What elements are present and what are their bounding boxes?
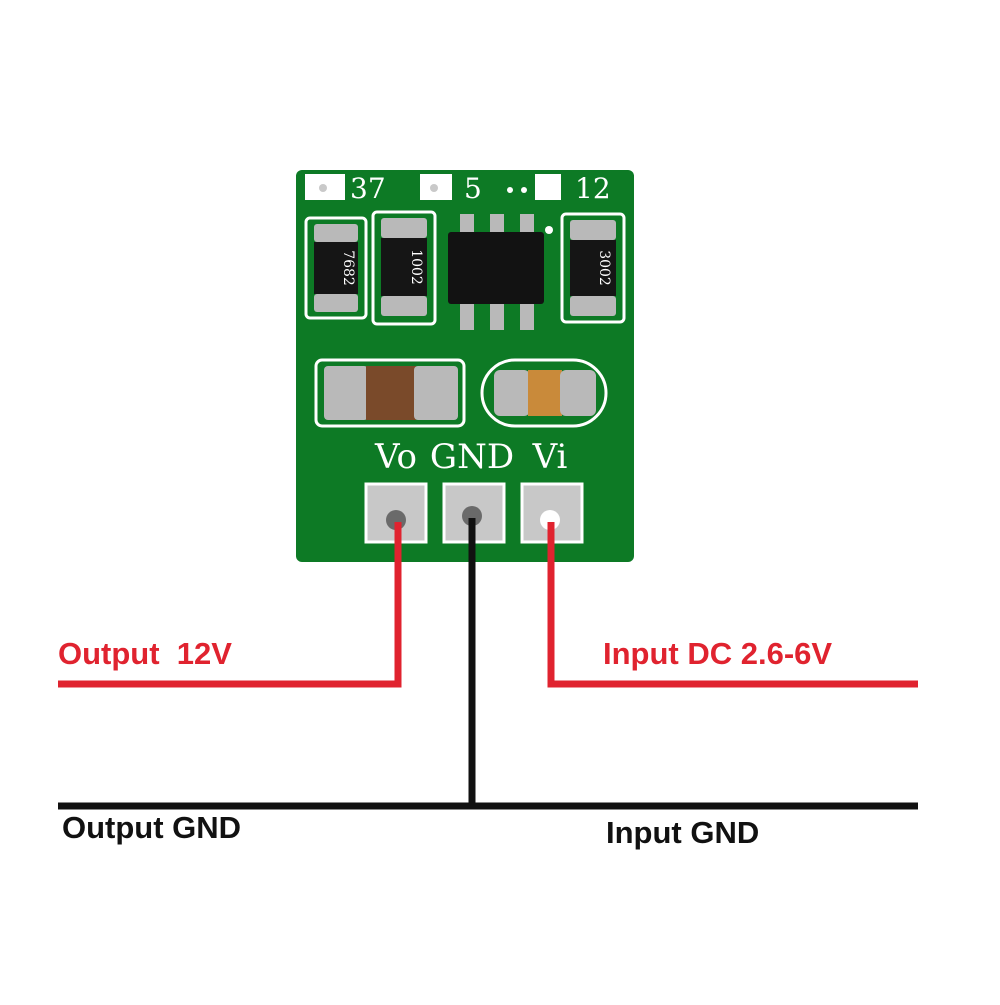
input-gnd-label: Input GND [606, 815, 760, 850]
silk-pad [535, 174, 561, 200]
silk-label-12: 12 [575, 172, 611, 205]
capacitor-c2 [480, 358, 608, 428]
resistor-r2: 1002 [371, 210, 437, 326]
pin-label-vo: Vo [374, 437, 417, 477]
output-voltage-label: Output 12V [58, 636, 232, 671]
resistor-r3: 3002 [560, 212, 626, 324]
resistor-r1-code: 7682 [340, 250, 356, 286]
input-voltage-label: Input DC 2.6-6V [603, 636, 833, 671]
silk-label-37: 37 [350, 172, 386, 205]
pcb-module: 37 5 12 7682 1002 [296, 170, 634, 562]
resistor-r1: 7682 [304, 216, 368, 320]
resistor-r3-code: 3002 [596, 250, 612, 286]
wire-input-power [547, 522, 918, 688]
silk-label-5: 5 [464, 172, 482, 205]
wire-output-power [58, 522, 402, 688]
pin-label-gnd: GND [430, 437, 514, 477]
resistor-r2-code: 1002 [408, 249, 424, 285]
output-gnd-label: Output GND [62, 810, 242, 845]
capacitor-c1 [314, 358, 466, 428]
pin-label-vi: Vi [532, 437, 568, 477]
ic-chip [448, 214, 553, 330]
